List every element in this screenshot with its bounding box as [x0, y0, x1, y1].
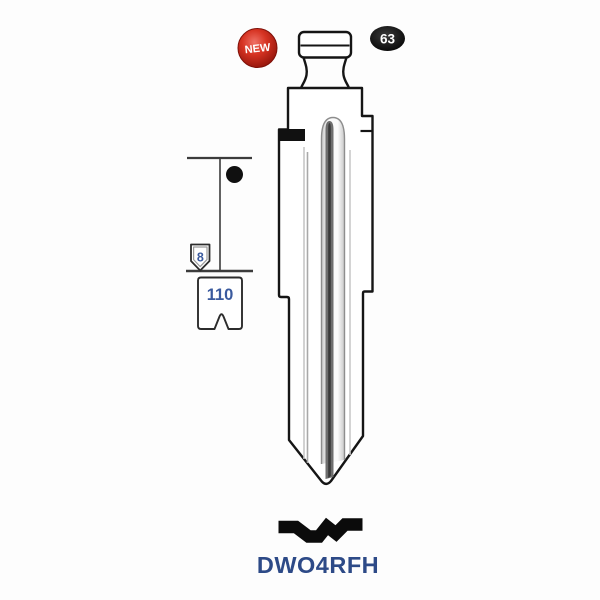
new-badge: NEW: [237, 28, 278, 68]
dimension-figure: 8 110: [186, 156, 253, 330]
new-badge-circle: [237, 28, 278, 68]
stop-dimension-value: 8: [197, 251, 204, 265]
code-badge: 63: [370, 26, 405, 51]
profile-tag: 110: [197, 276, 243, 330]
key-neck-right: [342, 57, 351, 89]
blade-cross-section-icon: [278, 517, 363, 543]
groove-center-core: [328, 123, 331, 478]
new-badge-label: NEW: [244, 42, 271, 57]
code-badge-oval: [370, 26, 405, 51]
product-reference-label: DWO4RFH: [257, 552, 379, 578]
stop-shield-icon: 8: [190, 243, 211, 272]
key-neck-left: [299, 57, 308, 89]
profile-number-value: 110: [207, 286, 234, 304]
key-head: [297, 30, 353, 89]
code-badge-label: 63: [380, 32, 396, 47]
stop-dot-icon: [226, 166, 243, 183]
blade-notch-left: [279, 129, 305, 141]
blade-groove: [303, 116, 351, 479]
key-blank-drawing: [277, 30, 374, 486]
